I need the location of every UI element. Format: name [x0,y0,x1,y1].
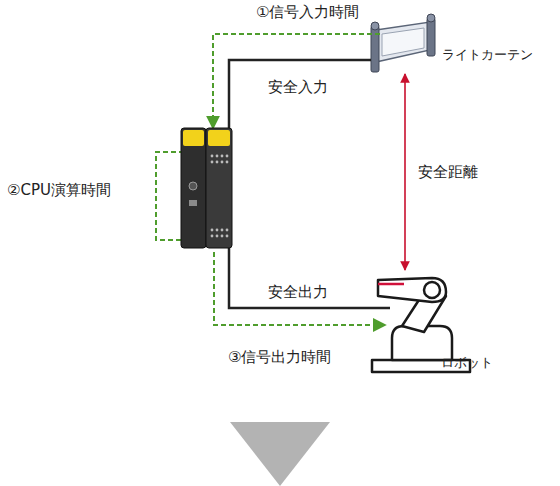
safety-controller [181,128,232,248]
light-curtain [371,14,435,72]
output-wire [229,248,390,308]
light-curtain-node: ライトカーテン [365,16,530,74]
distance-arrow [404,74,406,270]
down-arrow [230,422,330,486]
callout-label: ①信号入力時間 [256,3,359,21]
node-label: ライトカーテン [442,47,533,63]
callout-label: ③信号出力時間 [228,348,331,366]
signal-label: 安全入力 [268,78,328,96]
node-label: ロボット [441,355,493,371]
output-time-path [214,252,384,325]
input-time-path [213,34,380,127]
edge-label: 安全距離 [418,163,478,181]
signal-label: 安全出力 [268,283,328,301]
callout-label: ②CPU演算時間 [7,181,111,199]
input-wire [229,60,371,132]
robot-node: ロボット [366,270,516,378]
